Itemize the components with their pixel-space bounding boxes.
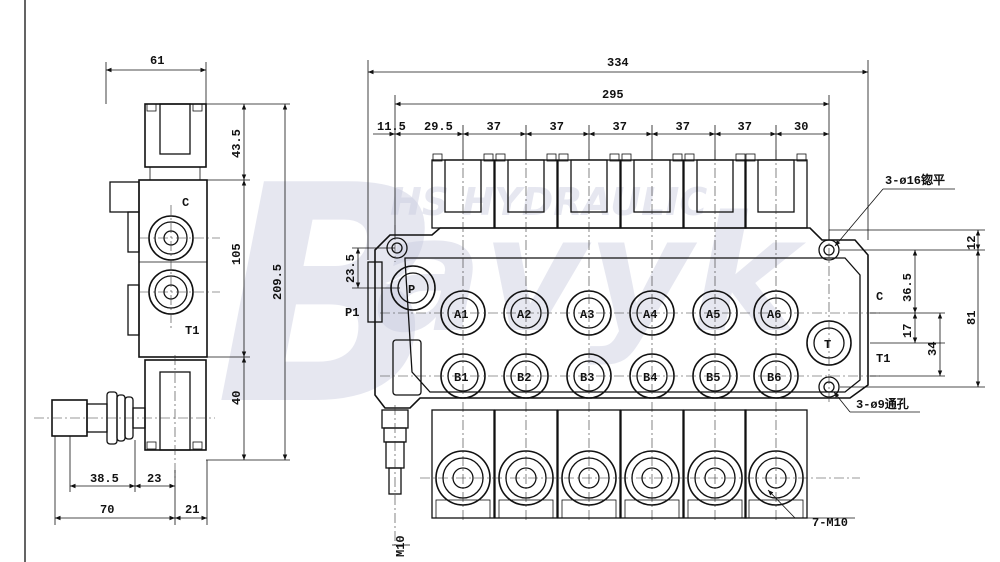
- front-label-a3: A3: [580, 308, 594, 322]
- front-port-p1-fitting: [367, 261, 383, 323]
- dim-front-pitch-2: 37: [550, 120, 564, 134]
- side-left-boss-top: [127, 211, 140, 253]
- dim-front-mount: 295: [602, 88, 624, 102]
- dim-front-30: 30: [794, 120, 808, 134]
- front-label-b2: B2: [517, 371, 531, 385]
- dim-front-11-5: 11.5: [377, 120, 406, 134]
- front-label-b4: B4: [643, 371, 657, 385]
- dim-side-width: 61: [150, 54, 164, 68]
- front-label-p1: P1: [345, 306, 359, 320]
- dim-front-34: 34: [926, 342, 940, 356]
- watermark: B HS HYDRAULIC avyk: [215, 122, 807, 471]
- front-label-a5: A5: [706, 308, 720, 322]
- callout-thread: 7-M10: [812, 516, 848, 530]
- front-label-b6: B6: [767, 371, 781, 385]
- watermark-small-text: HS HYDRAULIC: [390, 180, 707, 224]
- side-top-solenoid: [144, 103, 207, 168]
- front-left-slot: [392, 339, 422, 396]
- front-label-t1: T1: [876, 352, 890, 366]
- front-label-c: C: [876, 290, 883, 304]
- dim-front-pitch-3: 37: [613, 120, 627, 134]
- side-left-boss-bottom: [127, 284, 140, 336]
- side-top-screw-left: [146, 103, 157, 112]
- front-bottom-levers: [431, 409, 808, 519]
- dim-side-overall: 209.5: [271, 264, 285, 300]
- side-bottom-box: [144, 359, 207, 451]
- dim-front-pitch-1: 37: [487, 120, 501, 134]
- side-main-body: [138, 179, 208, 358]
- dim-side-top: 43.5: [230, 129, 244, 158]
- front-label-b3: B3: [580, 371, 594, 385]
- dim-side-mid: 105: [230, 243, 244, 265]
- front-label-p: P: [408, 283, 415, 297]
- front-label-b1: B1: [454, 371, 468, 385]
- dim-side-38-5: 38.5: [90, 472, 119, 486]
- dim-front-12: 12: [965, 236, 979, 250]
- dim-front-pitch-4: 37: [676, 120, 690, 134]
- side-left-flange: [109, 181, 140, 213]
- side-view: C T1 61: [34, 54, 290, 525]
- side-top-screw-right: [192, 103, 203, 112]
- dim-front-23-5: 23.5: [344, 254, 358, 283]
- side-top-cap: [159, 103, 191, 155]
- dim-front-17: 17: [901, 324, 915, 338]
- callout-m10: M10: [394, 535, 408, 557]
- dim-front-36-5: 36.5: [901, 273, 915, 302]
- front-main-body: [374, 227, 869, 409]
- side-label-t1: T1: [185, 324, 199, 338]
- dim-front-81: 81: [965, 311, 979, 325]
- callout-spotface: 3-ø16锪平: [885, 172, 945, 188]
- side-label-c: C: [182, 196, 189, 210]
- front-label-b5: B5: [706, 371, 720, 385]
- callout-through-hole: 3-ø9通孔: [856, 396, 909, 412]
- dim-side-21: 21: [185, 503, 199, 517]
- dim-front-overall: 334: [607, 56, 629, 70]
- front-label-a4: A4: [643, 308, 657, 322]
- dim-front-29-5: 29.5: [424, 120, 453, 134]
- dim-side-70: 70: [100, 503, 114, 517]
- front-label-a6: A6: [767, 308, 781, 322]
- front-label-a2: A2: [517, 308, 531, 322]
- watermark-big-letter: B: [215, 122, 444, 471]
- dim-front-pitch-5: 37: [738, 120, 752, 134]
- watermark-tail-text: avyk: [375, 181, 807, 368]
- front-label-t: T: [824, 338, 831, 352]
- front-label-a1: A1: [454, 308, 468, 322]
- dim-side-bottom: 40: [230, 391, 244, 405]
- dim-side-23: 23: [147, 472, 161, 486]
- front-m10-bolt: [381, 405, 409, 545]
